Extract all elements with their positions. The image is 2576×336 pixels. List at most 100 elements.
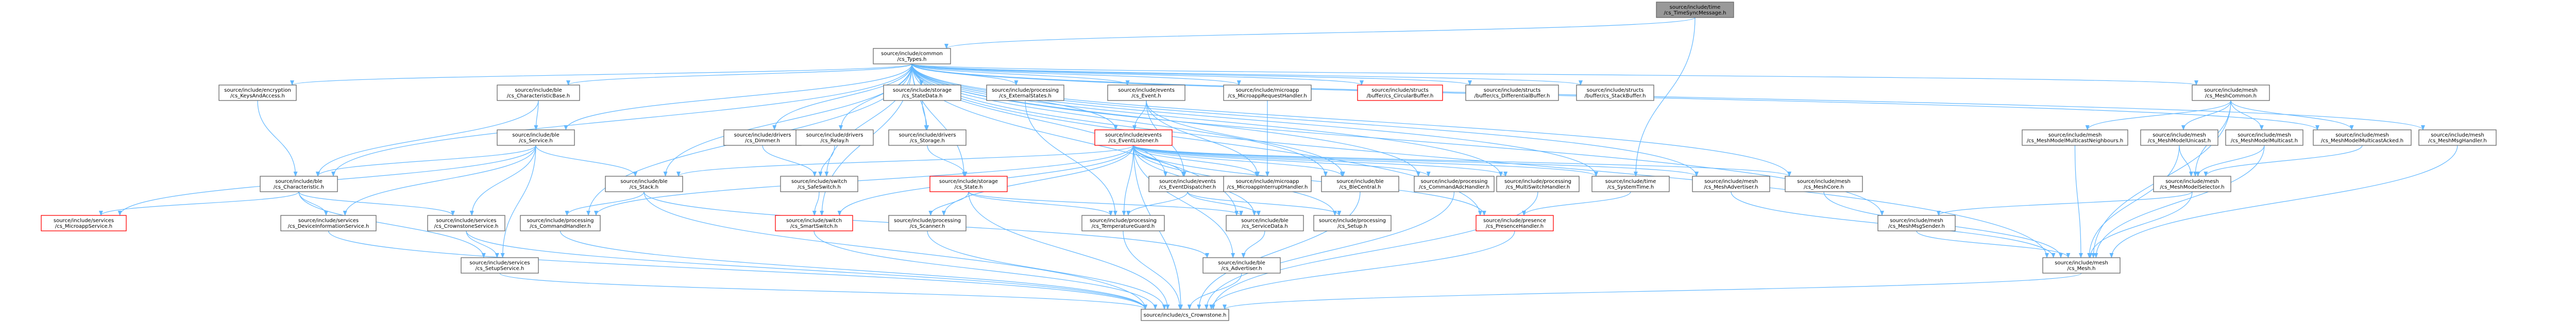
edge-storage-to-state <box>927 145 968 177</box>
graph-node-microsvc[interactable]: source/include/services/cs_MicroappServi… <box>41 215 127 231</box>
edge-mesh-to-crownstone <box>1223 273 2082 310</box>
node-box <box>795 129 874 146</box>
node-label-line: source/include/services <box>469 260 530 266</box>
edge-meshcommon-to-unicast <box>2181 100 2231 130</box>
graph-node-charbase[interactable]: source/include/ble/cs_CharacteristicBase… <box>497 85 580 101</box>
node-box <box>2418 129 2497 146</box>
node-label-line: source/include/cs_Crownstone.h <box>1144 313 1227 318</box>
graph-node-mcacked[interactable]: source/include/mesh/cs_MeshModelMulticas… <box>2313 129 2412 146</box>
graph-node-cmdhandler[interactable]: source/include/processing/cs_CommandHand… <box>520 215 601 231</box>
graph-node-cmdadc[interactable]: source/include/processing/cs_CommandAdcH… <box>1414 176 1495 192</box>
nodes-layer: source/include/time/cs_TimeSyncMessage.h… <box>41 2 2497 321</box>
graph-node-diffbuf[interactable]: source/include/structs/buffer/cs_Differe… <box>1465 85 1559 101</box>
graph-node-relay[interactable]: source/include/drivers/cs_Relay.h <box>795 129 874 146</box>
graph-node-stack[interactable]: source/include/ble/cs_Stack.h <box>605 176 683 192</box>
edge-mcacked-to-selector <box>2204 145 2363 177</box>
node-box <box>775 215 853 231</box>
graph-node-unicast[interactable]: source/include/mesh/cs_MeshModelUnicast.… <box>2140 129 2218 146</box>
graph-node-msgsender[interactable]: source/include/mesh/cs_MeshMsgSender.h <box>1877 215 1956 231</box>
node-box <box>1148 176 1227 192</box>
node-box <box>2192 85 2270 101</box>
edge-msgsender-to-mesh <box>1916 230 2071 258</box>
node-box <box>520 215 601 231</box>
node-label-line: source/include/ble <box>1218 260 1265 266</box>
node-box <box>873 48 951 64</box>
edge-servicedata-to-advertiser <box>1241 230 1265 258</box>
edge-dispatcher-to-setup <box>1187 191 1342 216</box>
graph-node-meshcommon[interactable]: source/include/mesh/cs_MeshCommon.h <box>2192 85 2270 101</box>
graph-node-circbuf[interactable]: source/include/structs/buffer/cs_Circula… <box>1357 85 1443 101</box>
node-label-line: source/include/presence <box>1483 218 1546 224</box>
graph-node-presence[interactable]: source/include/presence/cs_PresenceHandl… <box>1476 215 1554 231</box>
graph-node-statedata[interactable]: source/include/storage/cs_StateData.h <box>883 85 961 101</box>
node-label-line: /cs_MicroappService.h <box>55 224 112 229</box>
graph-node-service[interactable]: source/include/ble/cs_Service.h <box>497 129 575 146</box>
graph-node-state[interactable]: source/include/storage/cs_State.h <box>929 176 1008 192</box>
graph-node-characteristic[interactable]: source/include/ble/cs_Characteristic.h <box>260 176 338 192</box>
node-box <box>1321 176 1399 192</box>
edge-selector-to-msgsender <box>1936 191 2193 216</box>
edge-types-to-charbase <box>566 63 912 86</box>
graph-node-selector[interactable]: source/include/mesh/cs_MeshModelSelector… <box>2153 176 2231 192</box>
graph-node-stackbuf[interactable]: source/include/structs/buffer/cs_StackBu… <box>1576 85 1654 101</box>
graph-node-tempguard[interactable]: source/include/processing/cs_Temperature… <box>1081 215 1165 231</box>
node-label-line: /cs_KeysAndAccess.h <box>230 93 285 99</box>
graph-node-smartswitch[interactable]: source/include/switch/cs_SmartSwitch.h <box>775 215 853 231</box>
edge-dimmer-to-safeswitch <box>762 145 817 177</box>
edge-types-to-state <box>911 63 967 177</box>
node-label-line: /cs_SafeSwitch.h <box>798 184 841 190</box>
graph-node-microint[interactable]: source/include/microapp/cs_MicroappInter… <box>1223 176 1312 192</box>
graph-node-scanner[interactable]: source/include/processing/cs_Scanner.h <box>888 215 967 231</box>
graph-node-servicedata[interactable]: source/include/ble/cs_ServiceData.h <box>1226 215 1304 231</box>
edge-stack-to-cmdhandler <box>565 191 645 216</box>
graph-node-crownstone[interactable]: source/include/cs_Crownstone.h <box>1141 309 1229 321</box>
edge-stack-to-crownstone <box>643 191 1147 310</box>
graph-node-msghandler[interactable]: source/include/mesh/cs_MeshMsgHandler.h <box>2418 129 2497 146</box>
node-label-line: /cs_DeviceInformationService.h <box>288 224 369 229</box>
edge-safeswitch-to-smartswitch <box>812 191 820 216</box>
graph-node-safeswitch[interactable]: source/include/switch/cs_SafeSwitch.h <box>780 176 858 192</box>
edge-types-to-meshcore <box>911 63 1791 177</box>
node-label-line: /cs_Dimmer.h <box>745 138 780 144</box>
graph-node-dispatcher[interactable]: source/include/events/cs_EventDispatcher… <box>1148 176 1227 192</box>
edge-listener-to-blecentral <box>1133 145 1344 177</box>
node-label-line: /cs_SmartSwitch.h <box>790 224 838 229</box>
node-label-line: /cs_MeshCore.h <box>1804 184 1844 190</box>
graph-node-setup[interactable]: source/include/processing/cs_Setup.h <box>1313 215 1392 231</box>
edge-listener-to-cmdadc <box>1133 145 1431 177</box>
graph-node-multiswitch[interactable]: source/include/processing/cs_MultiSwitch… <box>1496 176 1580 192</box>
graph-node-crownsvc[interactable]: source/include/services/cs_CrownstoneSer… <box>427 215 505 231</box>
graph-node-root[interactable]: source/include/time/cs_TimeSyncMessage.h <box>1656 2 1734 18</box>
graph-node-keys[interactable]: source/include/encryption/cs_KeysAndAcce… <box>218 85 297 101</box>
graph-node-blecentral[interactable]: source/include/ble/cs_BleCentral.h <box>1321 176 1399 192</box>
node-box <box>2313 129 2412 146</box>
graph-node-dimmer[interactable]: source/include/drivers/cs_Dimmer.h <box>723 129 802 146</box>
graph-node-setupsvc[interactable]: source/include/services/cs_SetupService.… <box>461 257 539 274</box>
graph-node-microreq[interactable]: source/include/microapp/cs_MicroappReque… <box>1223 85 1312 101</box>
graph-node-types[interactable]: source/include/common/cs_Types.h <box>873 48 951 64</box>
node-label-line: source/include/time <box>1605 179 1656 184</box>
graph-node-event[interactable]: source/include/events/cs_Event.h <box>1107 85 1185 101</box>
node-box <box>1141 309 1229 321</box>
edge-listener-to-microint <box>1133 145 1259 177</box>
node-box <box>1202 257 1281 274</box>
edge-types-to-keys <box>290 63 912 86</box>
graph-node-multicast[interactable]: source/include/mesh/cs_MeshModelMulticas… <box>2225 129 2303 146</box>
edge-service-to-crownsvc <box>469 145 536 216</box>
graph-node-storage[interactable]: source/include/drivers/cs_Storage.h <box>888 129 967 146</box>
graph-node-systime[interactable]: source/include/time/cs_SystemTime.h <box>1591 176 1670 192</box>
edge-unicast-to-mesh <box>2087 145 2180 258</box>
graph-node-mesh[interactable]: source/include/mesh/cs_Mesh.h <box>2042 257 2121 274</box>
edge-types-to-msghandler <box>911 63 2425 130</box>
graph-node-advertiser_mesh[interactable]: source/include/mesh/cs_MeshAdvertiser.h <box>1692 176 1770 192</box>
node-box <box>260 176 338 192</box>
graph-node-advertiser[interactable]: source/include/ble/cs_Advertiser.h <box>1202 257 1281 274</box>
graph-node-listener[interactable]: source/include/events/cs_EventListener.h <box>1094 129 1173 146</box>
edge-types-to-service <box>564 63 912 130</box>
node-label-line: /cs_SystemTime.h <box>1607 184 1654 190</box>
graph-node-devinfo[interactable]: source/include/services/cs_DeviceInforma… <box>280 215 377 231</box>
graph-node-mcneigh[interactable]: source/include/mesh/cs_MeshModelMulticas… <box>2022 129 2128 146</box>
node-label-line: /cs_Relay.h <box>821 138 849 144</box>
graph-node-meshcore[interactable]: source/include/mesh/cs_MeshCore.h <box>1785 176 1863 192</box>
graph-node-extstates[interactable]: source/include/processing/cs_ExternalSta… <box>986 85 1064 101</box>
